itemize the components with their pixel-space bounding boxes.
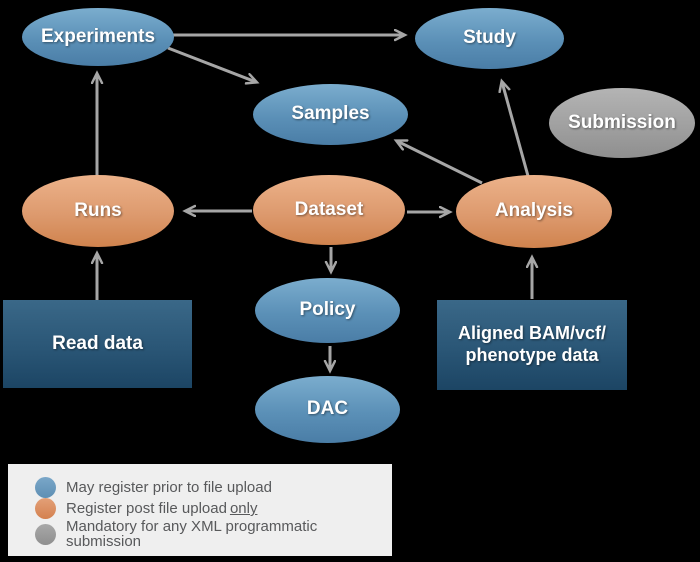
- node-runs: Runs: [22, 175, 174, 247]
- node-policy-label: Policy: [299, 299, 356, 321]
- node-aligned-bam-line2: phenotype data: [465, 345, 599, 365]
- legend-item-blue: May register prior to file upload: [35, 477, 392, 498]
- node-aligned-bam-line1: Aligned BAM/vcf/: [457, 323, 606, 344]
- legend-item-orange-label-underlined: only: [229, 500, 258, 517]
- node-samples: Samples: [253, 84, 408, 145]
- legend-item-orange-label: Register post file upload: [66, 500, 227, 517]
- arrow-analysis-to-study: [502, 82, 530, 177]
- node-experiments-label: Experiments: [40, 25, 156, 47]
- node-analysis-label: Analysis: [494, 200, 574, 222]
- node-study-label: Study: [463, 27, 516, 49]
- legend-item-blue-label: May register prior to file upload: [66, 479, 272, 496]
- node-submission-label: Submission: [568, 111, 676, 133]
- node-dataset-label: Dataset: [294, 198, 364, 220]
- orange-circle-icon: [35, 498, 56, 519]
- node-study: Study: [415, 8, 564, 69]
- node-read-data-label: Read data: [52, 332, 143, 354]
- node-aligned-bam: Aligned BAM/vcf/ phenotype data: [437, 300, 627, 390]
- legend-item-gray: Mandatory for any XML programmatic submi…: [35, 519, 392, 549]
- arrow-analysis-to-samples: [397, 141, 483, 185]
- gray-circle-icon: [35, 523, 56, 545]
- node-analysis: Analysis: [456, 175, 612, 248]
- node-experiments: Experiments: [22, 8, 174, 66]
- node-submission: Submission: [549, 88, 695, 158]
- blue-circle-icon: [35, 477, 56, 498]
- legend-item-gray-label: Mandatory for any XML programmatic submi…: [66, 518, 318, 550]
- node-policy: Policy: [255, 278, 400, 343]
- legend: May register prior to file upload Regist…: [8, 464, 392, 556]
- node-dac-label: DAC: [306, 398, 349, 420]
- node-samples-label: Samples: [291, 103, 370, 125]
- node-dac: DAC: [255, 376, 400, 443]
- arrow-experiments-to-samples: [167, 46, 256, 82]
- node-read-data: Read data: [3, 300, 192, 388]
- node-runs-label: Runs: [74, 199, 122, 221]
- node-dataset: Dataset: [253, 175, 405, 245]
